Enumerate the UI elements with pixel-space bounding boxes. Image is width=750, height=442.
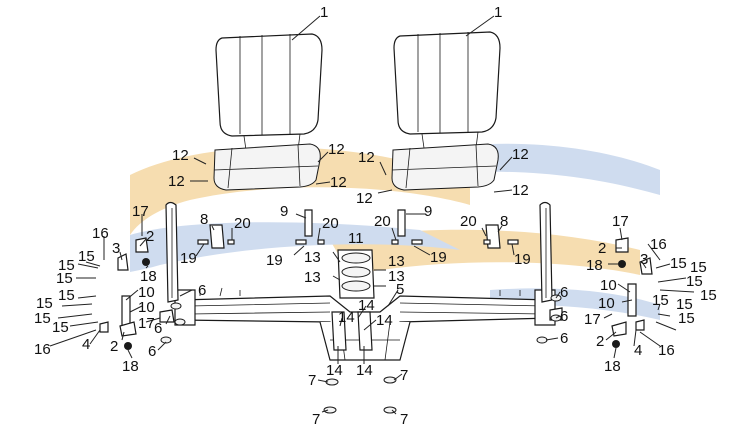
callout-16: 16 (92, 225, 109, 242)
callout-14: 14 (326, 362, 343, 379)
callout-7: 7 (400, 367, 408, 384)
callout-2: 2 (110, 338, 118, 355)
callout-15: 15 (678, 310, 695, 327)
callout-8: 8 (500, 213, 508, 230)
callout-2: 2 (146, 228, 154, 245)
callout-10: 10 (598, 295, 615, 312)
callout-18: 18 (140, 268, 157, 285)
callout-14: 14 (376, 312, 393, 329)
callout-12: 12 (512, 146, 529, 163)
callout-10: 10 (138, 284, 155, 301)
callout-17: 17 (612, 213, 629, 230)
callout-13: 13 (304, 269, 321, 286)
callout-16: 16 (658, 342, 675, 359)
callout-15: 15 (34, 310, 51, 327)
callout-10: 10 (600, 277, 617, 294)
callout-20: 20 (374, 213, 391, 230)
callout-11: 11 (348, 230, 364, 247)
callout-13: 13 (388, 253, 405, 270)
callout-15: 15 (78, 248, 95, 265)
callout-14: 14 (358, 297, 375, 314)
callout-labels: 1 1 12 12 12 12 12 12 12 12 17 2 16 3 15… (34, 4, 717, 428)
cup-holder (337, 249, 375, 299)
callout-6: 6 (560, 308, 568, 325)
armrest-left (165, 201, 179, 303)
callout-9: 9 (280, 203, 288, 220)
callout-15: 15 (686, 273, 703, 290)
seat-cushion-right (391, 143, 499, 191)
callout-15: 15 (52, 319, 69, 336)
callout-13: 13 (304, 249, 321, 266)
callout-7: 7 (312, 411, 320, 428)
callout-15: 15 (690, 259, 707, 276)
seat-cushion-left (213, 143, 321, 191)
callout-3: 3 (640, 251, 648, 268)
callout-20: 20 (460, 213, 477, 230)
callout-19: 19 (180, 250, 197, 267)
callout-12: 12 (168, 173, 185, 190)
callout-9: 9 (424, 203, 432, 220)
callout-16: 16 (650, 236, 667, 253)
callout-6: 6 (148, 343, 156, 360)
callout-17: 17 (132, 203, 149, 220)
callout-15: 15 (58, 257, 75, 274)
callout-18: 18 (604, 358, 621, 375)
callout-10: 10 (138, 299, 155, 316)
callout-20: 20 (322, 215, 339, 232)
callout-12: 12 (330, 174, 347, 191)
callout-19: 19 (266, 252, 283, 269)
callout-6: 6 (198, 282, 206, 299)
callout-1: 1 (320, 4, 328, 21)
callout-15: 15 (700, 287, 717, 304)
callout-2: 2 (596, 333, 604, 350)
seat-back-right (393, 31, 501, 149)
callout-18: 18 (586, 257, 603, 274)
callout-13: 13 (388, 268, 405, 285)
callout-14: 14 (338, 309, 355, 326)
callout-15: 15 (652, 292, 669, 309)
callout-19: 19 (430, 249, 447, 266)
callout-20: 20 (234, 215, 251, 232)
callout-12: 12 (356, 190, 373, 207)
callout-4: 4 (634, 342, 642, 359)
callout-7: 7 (400, 411, 408, 428)
callout-17: 17 (584, 311, 601, 328)
callout-5: 5 (396, 281, 404, 298)
callout-12: 12 (358, 149, 375, 166)
callout-8: 8 (200, 211, 208, 228)
watermark-blue-swoosh (130, 143, 660, 320)
callout-15: 15 (36, 295, 53, 312)
callout-12: 12 (512, 182, 529, 199)
callout-2: 2 (598, 240, 606, 257)
callout-16: 16 (34, 341, 51, 358)
callout-6: 6 (560, 330, 568, 347)
callout-12: 12 (328, 141, 345, 158)
callout-15: 15 (56, 270, 73, 287)
callout-19: 19 (514, 251, 531, 268)
callout-4: 4 (82, 336, 90, 353)
callout-15: 15 (676, 296, 693, 313)
callout-17: 17 (138, 315, 155, 332)
callout-3: 3 (112, 240, 120, 257)
callout-6: 6 (560, 284, 568, 301)
leader-lines (49, 15, 695, 415)
armrest-right (539, 201, 553, 303)
callout-14: 14 (356, 362, 373, 379)
callout-1: 1 (494, 4, 502, 21)
callout-6: 6 (154, 320, 162, 337)
callout-15: 15 (670, 255, 687, 272)
seat-back-left (215, 33, 323, 151)
callout-18: 18 (122, 358, 139, 375)
callout-7: 7 (308, 372, 316, 389)
callout-15: 15 (58, 287, 75, 304)
callout-12: 12 (172, 147, 189, 164)
